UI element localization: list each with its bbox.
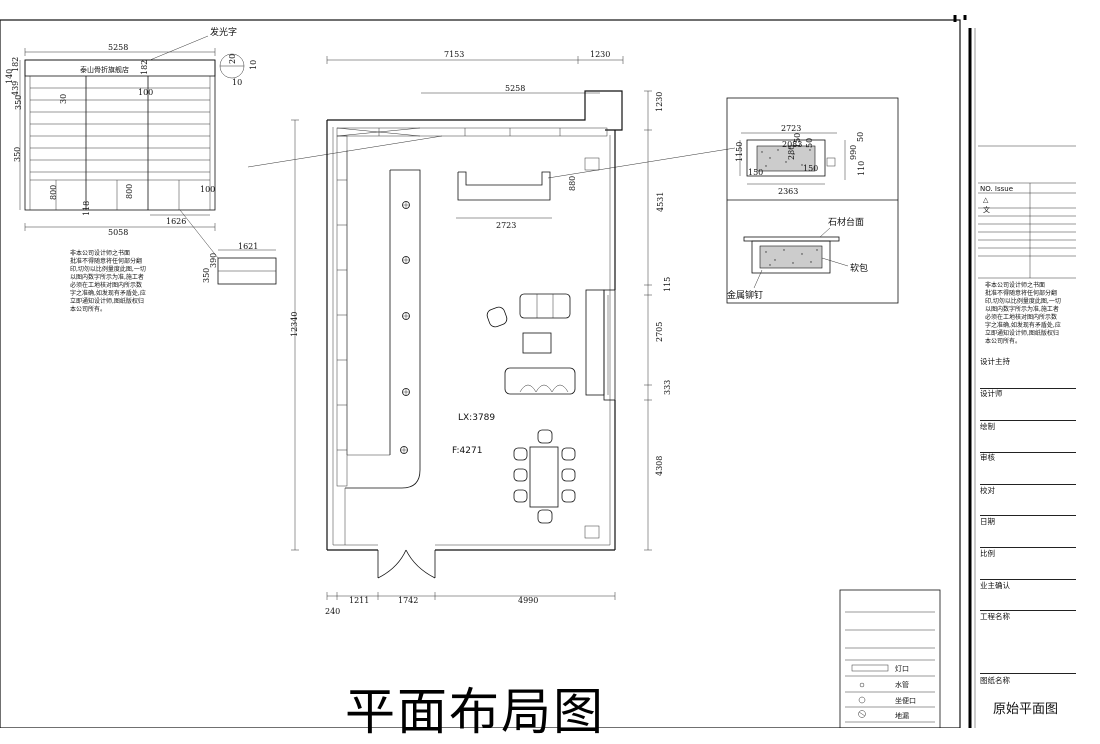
tb-drawing-name: 图纸名称 [980, 676, 1010, 685]
disclaimer-note-left: 非本公司设计师之书面 批准不得随意将任何部分翻 印,切勿以比例量度此图,一切 以… [70, 250, 146, 313]
sheet-name: 原始平面图 [993, 702, 1059, 717]
svg-text:280: 280 [787, 145, 796, 160]
svg-text:990: 990 [849, 145, 858, 160]
dim-right-115: 115 [663, 277, 672, 292]
leader-line-cabinet [247, 135, 443, 168]
dining-chairs [513, 429, 576, 524]
tb-owner-confirm: 业主确认 [980, 581, 1010, 590]
dim-cab-182-inner: 182 [140, 60, 149, 75]
metal-rivet-label: 金属铆钉 [727, 289, 763, 301]
svg-text:50: 50 [805, 138, 814, 148]
title-block-lines [978, 145, 1076, 279]
floor-plan: 7153 1230 5258 [290, 50, 672, 616]
tb-design-lead: 设计主持 [980, 357, 1010, 366]
tb-scale: 比例 [980, 549, 995, 558]
dim-cab-1626: 1626 [166, 217, 186, 226]
dim-cab-350-top: 350 [14, 95, 23, 110]
dim-right-333: 333 [663, 380, 672, 395]
dim-right-4308: 4308 [655, 456, 664, 476]
svg-text:150: 150 [748, 168, 763, 177]
dim-top-7153: 7153 [444, 50, 464, 59]
dim-detail-1621: 1621 [238, 242, 258, 251]
tb-project-name: 工程名称 [980, 612, 1010, 621]
dim-cab-30: 30 [59, 94, 68, 104]
tb-drafter: 绘制 [980, 422, 995, 431]
tb-designer: 设计师 [980, 389, 1003, 398]
dim-inner-5258: 5258 [505, 84, 525, 93]
dim-bottom-240: 240 [325, 607, 340, 616]
dim-right-4531: 4531 [656, 192, 665, 212]
legend-floor-drain: 地漏 [895, 711, 909, 720]
svg-text:2083: 2083 [782, 140, 802, 149]
dim-cab-800-a: 800 [49, 185, 58, 200]
desk-detail: 2723 2083 150 280 50 150 150 2363 1150 5… [726, 97, 899, 304]
dim-right-1230: 1230 [655, 92, 664, 112]
svg-text:150: 150 [803, 164, 818, 173]
svg-text:△: △ [983, 196, 989, 204]
legend-light: 灯口 [895, 664, 909, 673]
svg-text:390: 390 [209, 253, 218, 268]
f-label: F:4271 [452, 446, 482, 456]
svg-text:2723: 2723 [781, 124, 801, 133]
dim-right-2705: 2705 [655, 322, 664, 342]
disclaimer-note-right: 非本公司设计师之书面 批准不得随意将任何部分翻 印,切勿以比例量度此图,一切 以… [985, 282, 1061, 345]
stone-top-label: 石材台面 [828, 216, 864, 228]
svg-text:50: 50 [856, 132, 865, 142]
leader-line-desk [547, 147, 736, 179]
dim-bottom-1211: 1211 [349, 596, 369, 605]
dining-table [529, 446, 559, 508]
dim-cab-140: 140 [5, 69, 14, 84]
svg-text:10: 10 [249, 60, 258, 70]
lx-label: LX:3789 [458, 413, 495, 423]
dim-cab-182-left: 182 [11, 57, 20, 72]
svg-text:110: 110 [857, 161, 866, 176]
tb-no-issue: NO. Issue [980, 185, 1014, 193]
cabinet-elevation: 5258 泰山骨折旗舰店 30 100 100 800 800 182 118 [5, 26, 277, 285]
dim-cab-bottom-width: 5058 [108, 228, 128, 237]
dim-bottom-1742: 1742 [398, 596, 418, 605]
svg-text:2363: 2363 [778, 187, 798, 196]
dim-cab-top-width: 5258 [108, 43, 128, 52]
dim-top-1230: 1230 [590, 50, 610, 59]
soft-pack-label: 软包 [850, 262, 868, 274]
reception-desk [457, 171, 551, 201]
entrance-door [377, 549, 436, 579]
svg-text:150: 150 [793, 133, 802, 148]
luminous-text-label: 发光字 [210, 26, 237, 38]
svg-text:350: 350 [202, 268, 211, 283]
dim-bottom-4990: 4990 [518, 596, 538, 605]
svg-text:20: 20 [228, 54, 237, 64]
page-title: 平面布局图 [345, 683, 605, 741]
svg-text:10: 10 [232, 78, 242, 87]
svg-text:文: 文 [983, 205, 990, 214]
legend-water-pipe: 水管 [895, 680, 909, 689]
legend: 灯口 水管 坐便口 地漏 [839, 589, 941, 728]
tb-date: 日期 [980, 517, 995, 526]
shop-sign-text: 泰山骨折旗舰店 [80, 65, 129, 74]
dim-cab-118: 118 [82, 201, 91, 216]
tb-checker: 校对 [980, 486, 995, 495]
drawing-sheet: 5258 泰山骨折旗舰店 30 100 100 800 800 182 118 [0, 15, 1076, 741]
dim-desk-2723: 2723 [496, 221, 516, 230]
sofa-bottom [504, 367, 576, 395]
floor-plan-drawing: 5258 泰山骨折旗舰店 30 100 100 800 800 182 118 [0, 15, 1076, 728]
downlights [400, 201, 410, 454]
dim-cab-100-top: 100 [138, 88, 153, 97]
dim-cab-350-bottom: 350 [13, 147, 22, 162]
legend-toilet: 坐便口 [895, 696, 916, 705]
armchair [486, 306, 508, 328]
sofa-top [519, 293, 571, 319]
coffee-table [522, 332, 552, 354]
dim-left-12340: 12340 [290, 312, 299, 337]
tb-reviewer: 审核 [980, 453, 995, 462]
dim-cab-800-b: 800 [125, 184, 134, 199]
dim-cab-439: 439 [11, 81, 20, 96]
svg-text:1150: 1150 [735, 142, 744, 162]
dim-desk-880: 880 [568, 176, 577, 191]
dim-cab-100-bottom: 100 [200, 185, 215, 194]
sheet-frame [0, 19, 961, 728]
